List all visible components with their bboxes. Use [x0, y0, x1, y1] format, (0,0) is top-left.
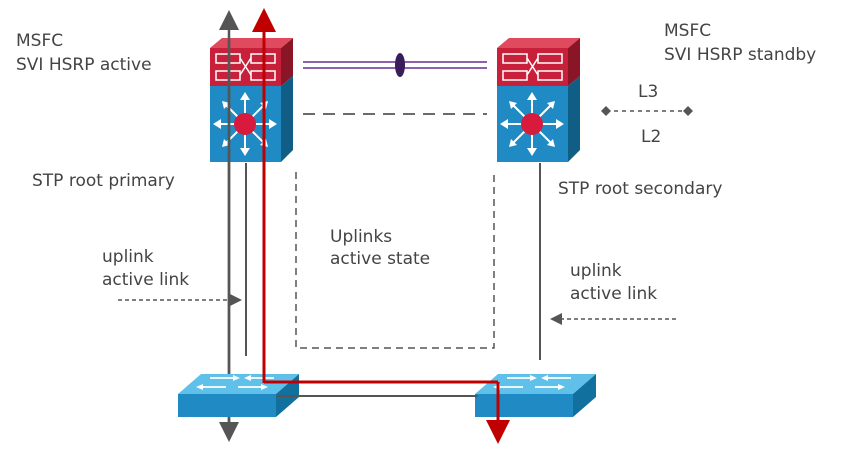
left-uplink-label: uplink: [102, 247, 154, 267]
right-core-switch: [497, 38, 580, 162]
l2-label: L2: [641, 127, 661, 147]
etherchannel-icon: [395, 53, 405, 77]
left-core-switch: [210, 38, 293, 162]
router-center-dot: [234, 113, 256, 135]
uplinks-label: Uplinks: [330, 227, 392, 247]
stp-root-secondary-label: STP root secondary: [558, 179, 722, 199]
diamond-icon: [601, 106, 611, 116]
right-access-switch: [475, 374, 596, 417]
left-msfc-module: [210, 38, 293, 86]
left-msfc-label: MSFC: [16, 31, 63, 51]
right-hsrp-label: SVI HSRP standby: [664, 45, 816, 65]
right-msfc-label: MSFC: [664, 21, 711, 41]
left-access-switch: [178, 374, 299, 417]
left-l3-switch-module: [210, 76, 293, 162]
right-l3-switch-module: [497, 76, 580, 162]
active-state-label: active state: [330, 249, 430, 269]
right-uplink-label: uplink: [570, 261, 622, 281]
l3-label: L3: [638, 82, 658, 102]
msfc-trunk-link: [303, 53, 487, 77]
left-hsrp-label: SVI HSRP active: [16, 55, 152, 75]
diamond-icon: [683, 106, 693, 116]
l3-l2-boundary: [601, 106, 693, 116]
uplinks-active-state-box: [295, 172, 495, 349]
right-active-link-label: active link: [570, 284, 657, 304]
switch-arrows-icon: [497, 377, 571, 388]
left-active-link-label: active link: [102, 270, 189, 290]
stp-root-primary-label: STP root primary: [32, 171, 175, 191]
right-msfc-module: [497, 38, 580, 86]
router-center-dot: [521, 113, 543, 135]
switch-arrows-icon: [200, 377, 274, 388]
